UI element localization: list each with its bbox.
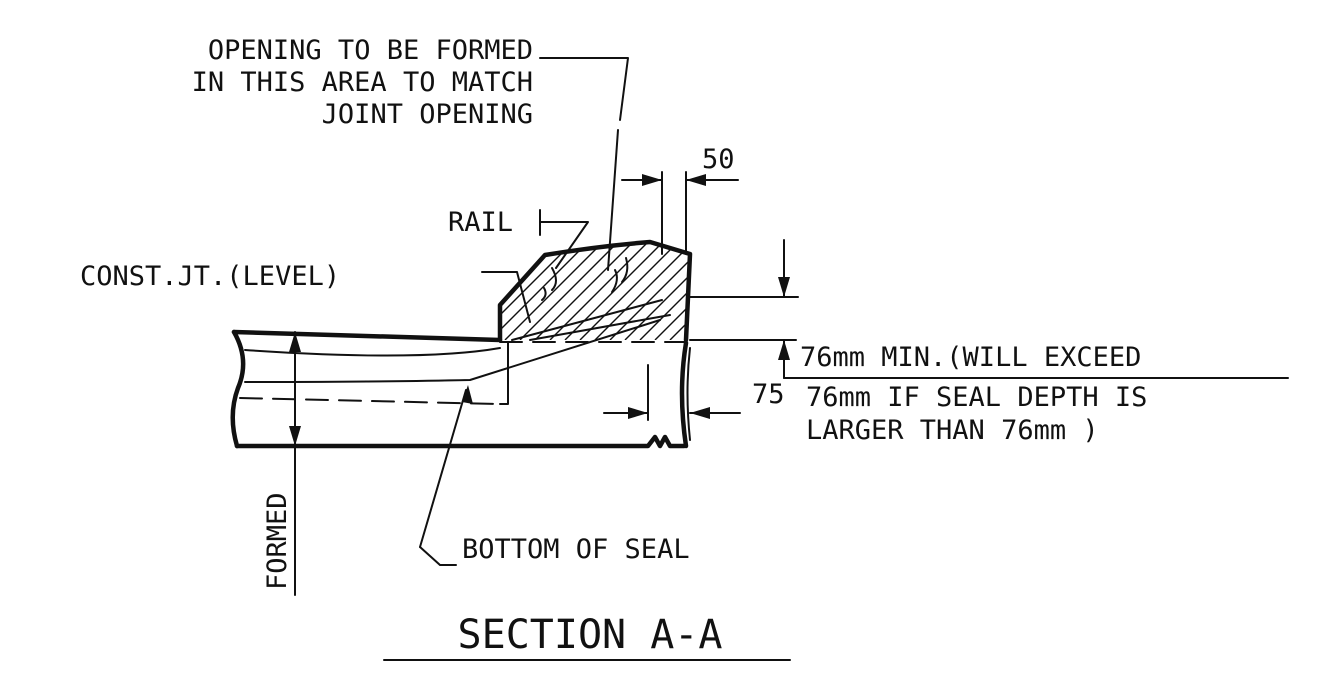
bottom-of-seal-curve (244, 319, 661, 383)
construction-joint-lines (239, 341, 687, 405)
section-title: SECTION A-A (458, 612, 723, 658)
opening-note-line-2: IN THIS AREA TO MATCH (192, 67, 533, 98)
const-jt-label: CONST.JT.(LEVEL) (80, 261, 340, 292)
slab-outline (230, 329, 691, 449)
opening-note-line-1: OPENING TO BE FORMED (208, 35, 533, 66)
rail-block (497, 239, 693, 343)
formed-dimension (289, 331, 301, 596)
opening-note-line-3: JOINT OPENING (322, 99, 533, 130)
dim-50 (621, 171, 739, 255)
dim-76mm (689, 239, 1289, 379)
depth-note-line-3: LARGER THAN 76mm ) (806, 415, 1099, 446)
bottom-of-seal-label: BOTTOM OF SEAL (462, 534, 690, 565)
formed-label: FORMED (262, 492, 293, 590)
dim-75 (603, 364, 741, 421)
depth-note-line-2: 76mm IF SEAL DEPTH IS (806, 382, 1147, 413)
leaders (419, 57, 629, 566)
labels: OPENING TO BE FORMED IN THIS AREA TO MAT… (80, 35, 1147, 661)
rail-label: RAIL (448, 207, 513, 238)
dim-50-label: 50 (702, 144, 735, 175)
depth-note-line-1: 76mm MIN.(WILL EXCEED (800, 342, 1141, 373)
dim-75-label: 75 (752, 379, 785, 410)
